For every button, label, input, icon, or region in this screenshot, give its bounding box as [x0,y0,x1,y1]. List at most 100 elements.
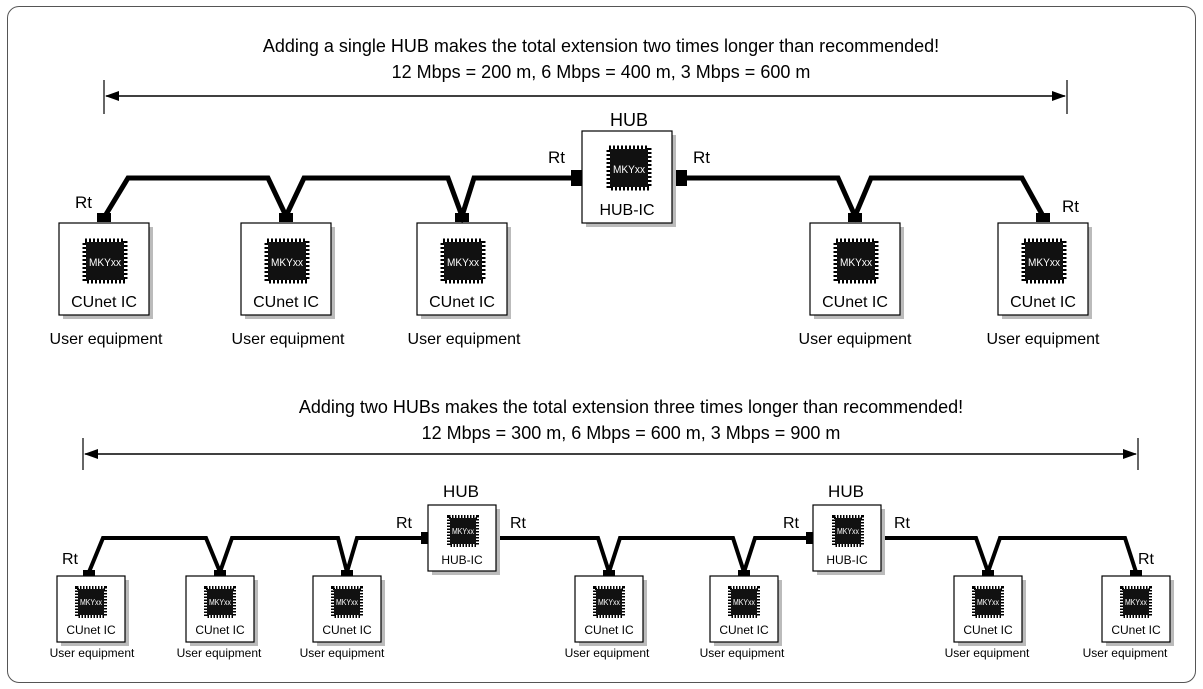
device-caption: User equipment [565,646,650,660]
device-caption: User equipment [799,331,913,348]
terminator [214,570,226,577]
chip-marking: MKYxx [209,598,231,607]
chip-marking: MKYxx [447,257,479,269]
rt-label: Rt [1138,551,1155,568]
chip-icon: MKYxx [833,238,879,284]
device-ic-label: CUnet IC [1111,623,1161,637]
terminator [97,213,111,222]
top-span-arrow [103,80,1068,114]
top-bus-left [102,175,576,224]
device-caption: User equipment [50,646,135,660]
terminator [1130,570,1142,577]
chip-marking: MKYxx [1125,598,1147,607]
device-ic-label: CUnet IC [1010,294,1076,311]
terminator [848,213,862,222]
chip-marking: MKYxx [733,598,755,607]
diagram-frame [7,6,1196,683]
device-ic-label: CUnet IC [195,623,245,637]
hub-ic-label: HUB-IC [441,553,483,567]
chip-marking: MKYxx [598,598,620,607]
rt-label: Rt [783,515,800,532]
device-caption: User equipment [232,331,346,348]
bottom-bus-3 [880,536,1138,579]
device-ic-label: CUnet IC [66,623,116,637]
rt-label: Rt [894,515,911,532]
chip-icon: MKYxx [832,515,864,547]
chip-icon: MKYxx [972,586,1004,618]
terminator [83,570,95,577]
chip-marking: MKYxx [837,527,859,536]
top-rates: 12 Mbps = 200 m, 6 Mbps = 400 m, 3 Mbps … [392,62,811,82]
hub-ic-label: HUB-IC [599,202,654,219]
chip-icon: MKYxx [1021,238,1067,284]
chip-icon: MKYxx [606,145,652,191]
chip-marking: MKYxx [977,598,999,607]
terminator [421,532,429,544]
top-bus-right [681,175,1046,223]
rt-label: Rt [62,551,79,568]
terminator [279,213,293,222]
terminator [738,570,750,577]
device-caption: User equipment [408,331,522,348]
hub-box: MKYxx HUB-IC [427,504,500,575]
chip-marking: MKYxx [840,257,872,269]
device-caption: User equipment [700,646,785,660]
rt-label: Rt [548,148,565,167]
rt-label: Rt [396,515,413,532]
device-ic-label: CUnet IC [963,623,1013,637]
hub-label: HUB [828,482,864,501]
device-b2: MKYxx CUnet IC User equipment [177,575,262,660]
bottom-rates: 12 Mbps = 300 m, 6 Mbps = 600 m, 3 Mbps … [422,423,841,443]
bottom-bus-1 [87,536,424,580]
chip-icon: MKYxx [440,238,486,284]
hub-label: HUB [610,110,648,130]
device-ic-label: CUnet IC [322,623,372,637]
chip-icon: MKYxx [82,238,128,284]
chip-icon: MKYxx [447,515,479,547]
terminator [1036,213,1050,222]
device-b5: MKYxx CUnet IC User equipment [700,575,785,660]
chip-icon: MKYxx [593,586,625,618]
device-ic-label: CUnet IC [71,294,137,311]
chip-icon: MKYxx [728,586,760,618]
bottom-bus-2 [497,536,809,579]
device-b6: MKYxx CUnet IC User equipment [945,575,1030,660]
chip-icon: MKYxx [264,238,310,284]
rt-label: Rt [1062,197,1079,216]
top-section: Adding a single HUB makes the total exte… [50,36,1101,348]
top-heading: Adding a single HUB makes the total exte… [263,36,939,56]
terminator [341,570,353,577]
bottom-heading: Adding two HUBs makes the total extensio… [299,397,963,417]
device-5: MKYxx CUnet IC User equipment [987,222,1101,348]
chip-marking: MKYxx [80,598,102,607]
chip-marking: MKYxx [271,257,303,269]
chip-icon: MKYxx [75,586,107,618]
device-ic-label: CUnet IC [253,294,319,311]
rt-label: Rt [693,148,710,167]
terminator [806,532,814,544]
terminator [455,213,469,222]
device-caption: User equipment [1083,646,1168,660]
device-ic-label: CUnet IC [719,623,769,637]
device-b3: MKYxx CUnet IC User equipment [300,575,385,660]
hub-box: MKYxx HUB-IC [812,504,885,575]
device-b4: MKYxx CUnet IC User equipment [565,575,650,660]
device-1: MKYxx CUnet IC User equipment [50,222,163,348]
device-caption: User equipment [945,646,1030,660]
device-b7: MKYxx CUnet IC User equipment [1083,575,1174,660]
chip-marking: MKYxx [613,164,645,176]
rt-label: Rt [510,515,527,532]
device-ic-label: CUnet IC [584,623,634,637]
device-4: MKYxx CUnet IC User equipment [799,222,913,348]
rt-label: Rt [75,193,92,212]
device-2: MKYxx CUnet IC User equipment [232,222,346,348]
chip-icon: MKYxx [204,586,236,618]
hub-label: HUB [443,482,479,501]
terminator [982,570,994,577]
device-caption: User equipment [177,646,262,660]
device-caption: User equipment [987,331,1101,348]
device-ic-label: CUnet IC [822,294,888,311]
chip-icon: MKYxx [1120,586,1152,618]
device-3: MKYxx CUnet IC User equipment [408,222,522,348]
